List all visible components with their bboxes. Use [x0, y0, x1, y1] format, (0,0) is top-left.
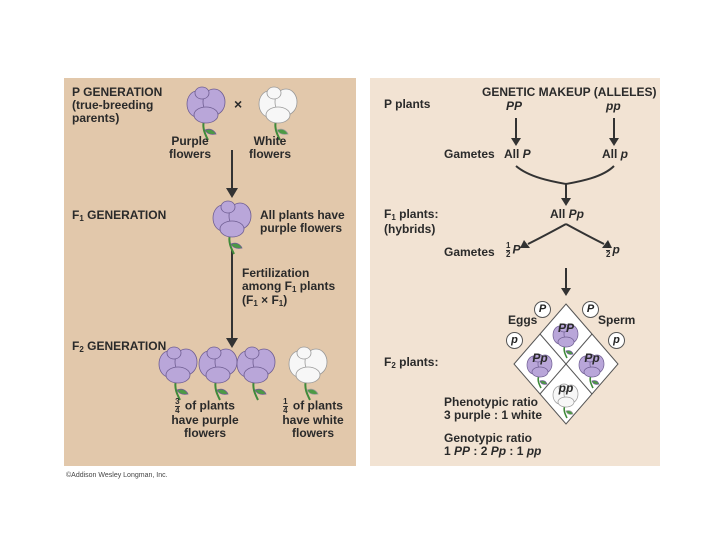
punnett-cell-Pp-right: Pp: [584, 351, 600, 365]
hybrids-label: (hybrids): [384, 222, 436, 236]
gametes-all-p: All p: [602, 147, 629, 161]
ratio-white-line-2: have white: [282, 413, 344, 427]
eggs-label: Eggs: [508, 313, 538, 327]
egg-P-allele: P: [534, 301, 551, 318]
egg-p-allele: p: [506, 332, 523, 349]
f1-description-2: purple flowers: [260, 221, 343, 235]
arrow-gametes-merge: [515, 165, 615, 206]
genotypic-ratio-title: Genotypic ratio: [444, 431, 533, 445]
gametes-label-1: Gametes: [444, 147, 495, 161]
p-generation-subtitle-1: (true-breeding: [72, 98, 154, 112]
punnett-cell-pp: pp: [558, 381, 574, 395]
p-plants-label: P plants: [384, 97, 431, 111]
arrow-pp-gametes: [609, 118, 619, 146]
right-graphics: [511, 118, 619, 425]
gametes-all-P: All P: [504, 147, 531, 161]
right-panel: GENETIC MAKEUP (ALLELES) P plants PP pp …: [370, 78, 660, 466]
f1-plants-label: F1 plants:: [384, 207, 439, 223]
fertilization-label-3: (F1 × F1): [242, 293, 288, 309]
purple-label-1: Purple: [171, 134, 209, 148]
punnett-cell-PP: PP: [557, 321, 574, 335]
all-Pp-label: All Pp: [550, 207, 585, 221]
purple-flower-icon: [198, 346, 238, 401]
white-flower-icon: [258, 86, 298, 141]
genotypic-ratio-value: 1 PP : 2 Pp : 1 pp: [444, 444, 542, 458]
white-label-2: flowers: [248, 147, 291, 161]
f2-generation-title: F2 GENERATION: [72, 339, 167, 355]
pp-genotype: pp: [606, 99, 621, 113]
f2-plants-label: F2 plants:: [384, 355, 439, 371]
left-panel: P GENERATION (true-breeding parents) × P…: [64, 78, 356, 466]
phenotypic-ratio-value: 3 purple : 1 white: [444, 408, 543, 422]
ratio-purple-line-2: have purple: [171, 413, 239, 427]
sperm-p-allele: p: [608, 332, 625, 349]
punnett-square: [513, 303, 619, 425]
arrow-PP-gametes: [511, 118, 521, 146]
f1-description-1: All plants have: [260, 208, 345, 222]
purple-label-2: flowers: [168, 147, 211, 161]
genetic-makeup-header: GENETIC MAKEUP (ALLELES): [482, 85, 657, 99]
white-flower-icon: [288, 346, 328, 401]
p-generation-subtitle-2: parents): [72, 111, 120, 125]
white-label-1: White: [253, 134, 287, 148]
left-graphics: [158, 86, 328, 401]
fertilization-label-2: among F1 plants: [242, 279, 336, 295]
fertilization-label-1: Fertilization: [242, 266, 310, 280]
f1-generation-title: F1 GENERATION: [72, 208, 167, 224]
arrow-f1-split: [520, 223, 612, 248]
arrow-p-to-f1: [226, 150, 238, 198]
purple-flower-icon: [186, 86, 226, 141]
ratio-purple-line-3: flowers: [183, 426, 226, 440]
sperm-P-allele: P: [582, 301, 599, 318]
ratio-white-line-3: flowers: [291, 426, 334, 440]
punnett-cell-Pp-left: Pp: [532, 351, 548, 365]
sperm-label: Sperm: [598, 313, 636, 327]
p-generation-title: P GENERATION: [72, 85, 163, 99]
purple-flower-icon: [212, 200, 252, 255]
purple-flower-icon: [236, 346, 276, 401]
PP-genotype: PP: [506, 99, 523, 113]
gametes-label-2: Gametes: [444, 245, 495, 259]
cross-symbol: ×: [234, 96, 243, 112]
copyright-notice: ©Addison Wesley Longman, Inc.: [66, 472, 168, 479]
phenotypic-ratio-title: Phenotypic ratio: [444, 395, 539, 409]
arrow-to-punnett: [561, 268, 571, 296]
arrow-f1-to-f2: [226, 250, 238, 348]
